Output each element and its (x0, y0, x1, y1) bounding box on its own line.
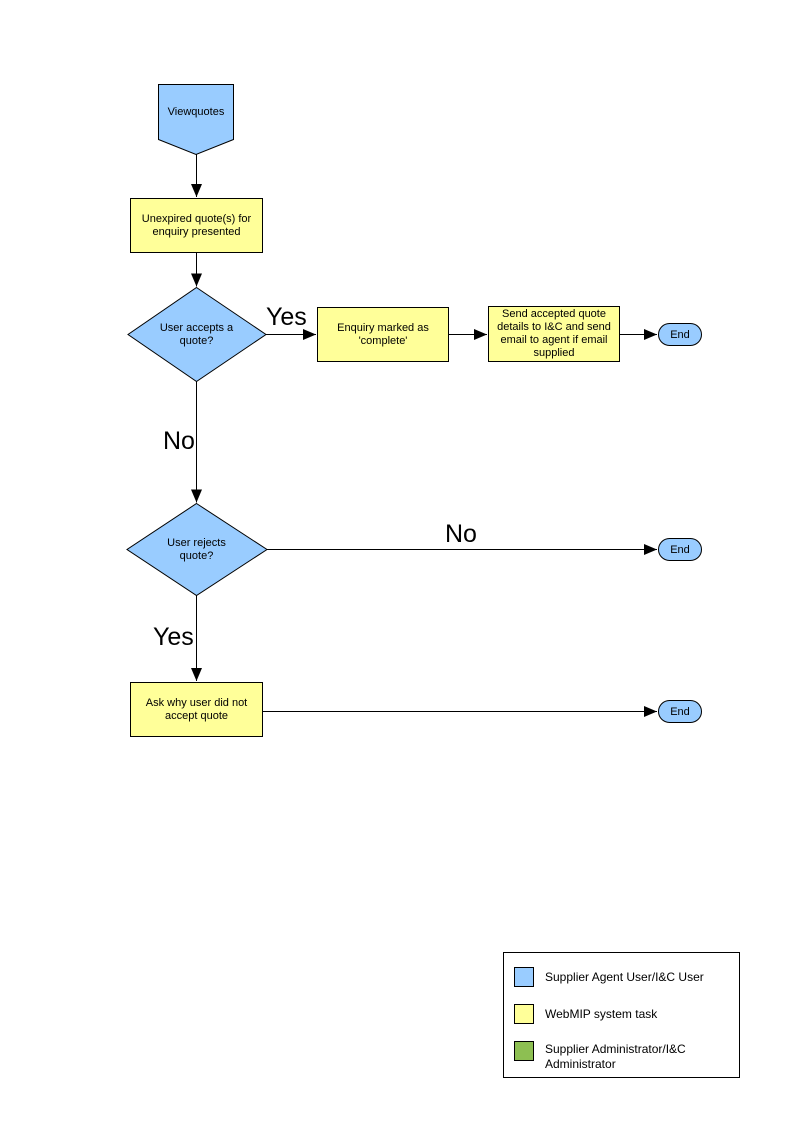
process-unexpired-quotes: Unexpired quote(s) for enquiry presented (130, 198, 263, 253)
end-terminator-3-label: End (670, 705, 690, 718)
edge-label-reject-yes: Yes (153, 623, 194, 651)
edge-label-reject-no: No (445, 520, 477, 548)
legend-item-admin: Supplier Administrator/I&C Administrator (514, 1041, 727, 1072)
end-terminator-1: End (658, 323, 702, 346)
legend-swatch-system-task (514, 1004, 534, 1024)
edge-label-accept-no: No (163, 427, 195, 455)
legend: Supplier Agent User/I&C User WebMIP syst… (503, 952, 740, 1078)
process-send-details-label: Send accepted quote details to I&C and s… (497, 308, 611, 359)
end-terminator-3: End (658, 700, 702, 723)
process-unexpired-quotes-label: Unexpired quote(s) for enquiry presented (141, 212, 252, 238)
start-pentagon-shape (158, 84, 234, 156)
edge-label-accept-yes: Yes (266, 303, 307, 331)
legend-item-user: Supplier Agent User/I&C User (514, 967, 727, 987)
end-terminator-1-label: End (670, 328, 690, 341)
legend-label-admin: Supplier Administrator/I&C Administrator (545, 1042, 686, 1071)
process-enquiry-complete-label: Enquiry marked as 'complete' (337, 321, 429, 347)
decision-accept-label: User accepts a quote? (159, 321, 234, 347)
legend-item-system-task: WebMIP system task (514, 1004, 727, 1024)
legend-swatch-user (514, 967, 534, 987)
process-ask-why: Ask why user did not accept quote (130, 682, 263, 737)
process-ask-why-label: Ask why user did not accept quote (145, 696, 248, 722)
end-terminator-2: End (658, 538, 702, 561)
legend-swatch-admin (514, 1041, 534, 1061)
legend-label-user: Supplier Agent User/I&C User (545, 970, 704, 984)
legend-label-system-task: WebMIP system task (545, 1007, 658, 1021)
start-label: Viewquotes (167, 105, 225, 118)
decision-reject-label: User rejects quote? (167, 536, 226, 562)
process-send-details: Send accepted quote details to I&C and s… (488, 306, 620, 362)
end-terminator-2-label: End (670, 543, 690, 556)
process-enquiry-complete: Enquiry marked as 'complete' (317, 307, 449, 362)
